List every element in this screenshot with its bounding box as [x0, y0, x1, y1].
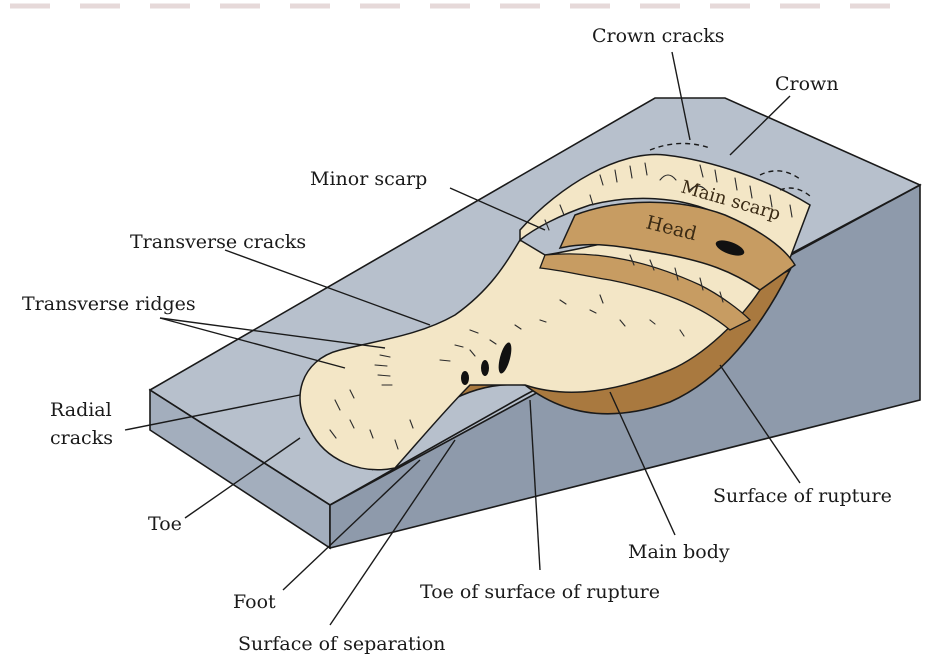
label-main-body: Main body: [628, 541, 730, 563]
label-surface-of-separation: Surface of separation: [238, 633, 445, 655]
label-transverse-ridges: Transverse ridges: [22, 293, 196, 315]
label-crown-cracks: Crown cracks: [592, 25, 725, 47]
label-toe: Toe: [148, 513, 182, 535]
label-toe-of-surface-of-rupture: Toe of surface of rupture: [420, 581, 660, 603]
label-transverse-cracks: Transverse cracks: [130, 231, 306, 253]
label-surface-of-rupture: Surface of rupture: [713, 485, 892, 507]
label-crown: Crown: [775, 73, 839, 95]
label-foot: Foot: [233, 591, 276, 613]
label-minor-scarp: Minor scarp: [310, 168, 427, 190]
tree-shape: [461, 371, 469, 385]
label-radial-cracks-line2: cracks: [50, 427, 113, 449]
tree-shape: [481, 360, 489, 376]
label-radial-cracks-line1: Radial: [50, 399, 112, 421]
